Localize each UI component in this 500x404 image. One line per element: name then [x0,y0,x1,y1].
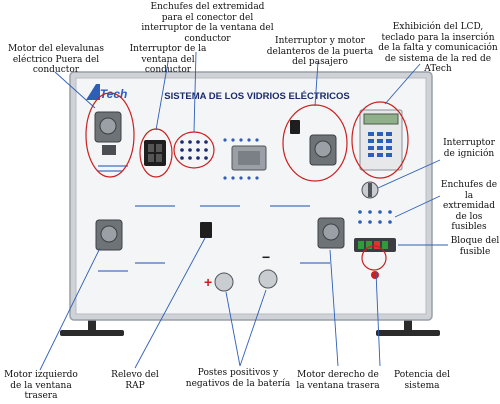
driver-window-switch [144,140,166,166]
callout-interruptor-ignicion: Interruptor de ignición [443,138,495,159]
board-title: SISTEMA DE LOS VIDRIOS ELÉCTRICOS [164,91,349,102]
fuse-block [354,238,396,252]
body-control-module [231,145,267,171]
callout-motor-derecho: Motor derecho de la ventana trasera [296,370,380,391]
callout-potencia-sistema: Potencia del sistema [394,370,450,391]
callout-bloque-fusible: Bloque del fusible [450,236,500,257]
svg-text:+: + [204,274,212,290]
rear-right-window-motor [317,217,345,249]
callout-enchufes-fusibles: Enchufes de la extremidad de los fusible… [440,180,498,232]
svg-text:ATech: ATech [91,87,127,101]
atech-logo: ATech [86,84,127,101]
callout-interruptor-motor-pasajero: Interruptor y motor delanteros de la pue… [266,36,374,67]
battery-posts: + − [204,249,278,292]
rear-left-window-motor [95,219,123,251]
driver-connector-jacks [180,140,208,160]
rap-relay [200,222,212,238]
callout-relevo-rap: Relevo del RAP [111,370,159,391]
callout-postes-bateria: Postes positivos y negativos de la bater… [185,368,291,389]
lcd-keypad-module [359,109,403,171]
callout-lcd-teclado: Exhibición del LCD, teclado para la inse… [378,22,498,74]
fuse-jacks [358,210,392,224]
callout-interruptor-conductor: Interruptor de la ventana del conductor [129,44,207,75]
callout-motor-elevalunas: Motor del elevalunas eléctrico Puera del… [7,44,105,75]
callout-motor-izquierdo: Motor izquierdo de la ventana trasera [4,370,78,401]
callout-enchufes-conector: Enchufes del extremidad para el conector… [141,2,274,44]
ignition-switch [361,181,379,199]
system-power-light [371,271,379,279]
svg-text:−: − [262,249,270,265]
module-jacks [223,138,259,180]
driver-window-motor [94,111,122,155]
passenger-switch-motor [290,120,337,166]
callout-leader-lines [39,51,448,371]
board-label-lines [98,165,330,272]
